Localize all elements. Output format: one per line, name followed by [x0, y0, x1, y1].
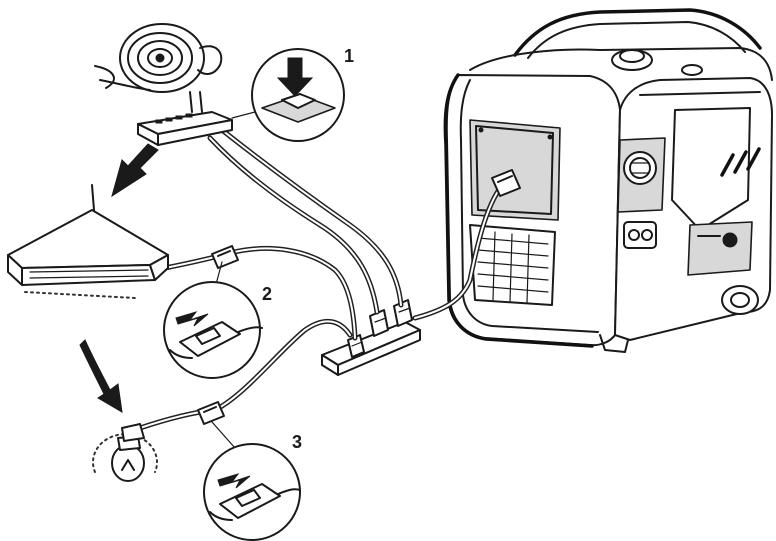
inline-switch-heater [211, 245, 239, 269]
sequence-arrows [79, 143, 159, 413]
cords [137, 127, 404, 431]
step-number-1: 1 [344, 46, 354, 66]
power-strip [321, 299, 421, 376]
step-number-2: 2 [262, 284, 272, 304]
generator-cable [412, 169, 521, 321]
light-bulb [92, 423, 158, 482]
callout-3-switch-on: 3 [203, 421, 302, 541]
inverter-generator [443, 8, 773, 353]
arrow-1 [111, 143, 159, 198]
side-vents [720, 147, 761, 177]
callout-1-press-button: 1 [231, 46, 354, 142]
callout-2-switch-on: 2 [163, 261, 272, 379]
heater-panel [7, 184, 169, 299]
inline-switch-lamp [197, 401, 225, 425]
electric-fan [94, 23, 233, 146]
step-number-3: 3 [292, 432, 302, 452]
vent-grill [477, 231, 549, 304]
arrow-2 [79, 339, 123, 413]
fan-buttons [155, 113, 193, 124]
